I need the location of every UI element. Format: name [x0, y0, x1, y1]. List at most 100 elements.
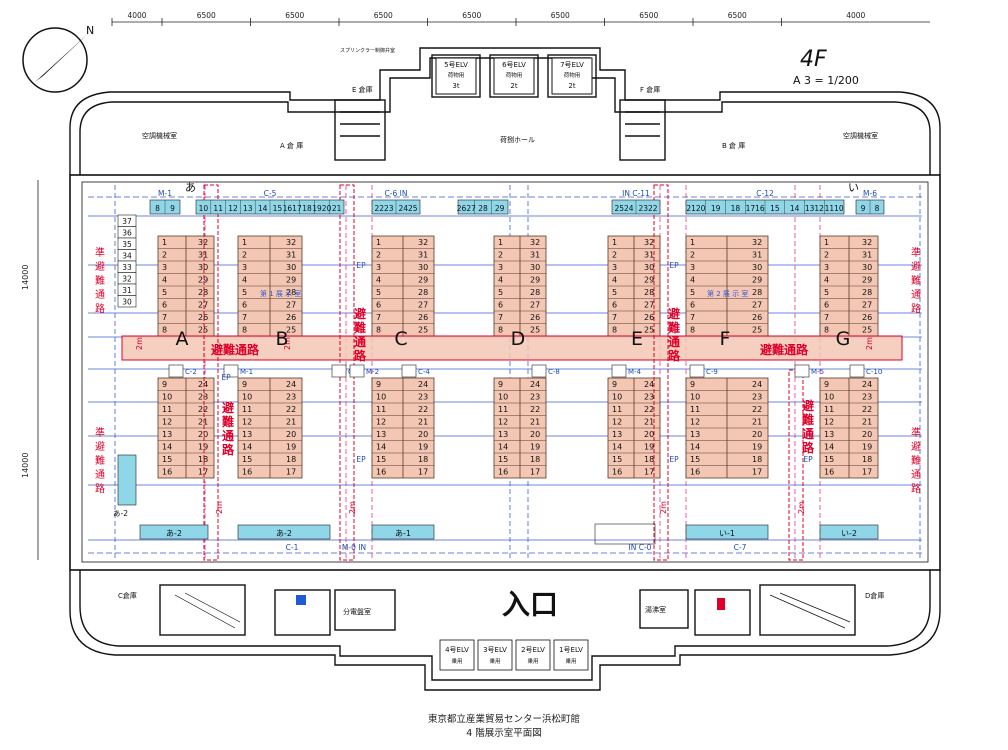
booth-number: 5 [498, 288, 503, 297]
booth-number: 23 [530, 392, 540, 401]
two-m-label: 2m [135, 337, 144, 350]
booth-number: 27 [418, 300, 428, 309]
route-label-char: 通 [668, 334, 680, 349]
booth-number: 29 [198, 275, 208, 284]
booth-number: 9 [498, 380, 503, 389]
booth-number: 17 [286, 467, 296, 476]
booth-number: 19 [530, 442, 540, 451]
booth-number: 5 [376, 288, 381, 297]
booth-number: 2 [162, 250, 167, 259]
booth-number: 20 [862, 430, 872, 439]
quasi-route-char: 準 [95, 426, 105, 439]
booth-number: 18 [644, 455, 654, 464]
mid-label: C-2 [185, 368, 197, 376]
booth-number: 11 [242, 405, 252, 414]
elevator-capacity: 2t [568, 82, 575, 90]
elevator-use: 乗用 [451, 658, 462, 665]
dimension-value: 6500 [462, 11, 481, 20]
booth-number: 30 [418, 263, 428, 272]
top-booth-number: 9 [861, 204, 866, 213]
mid-label: M-1 [240, 368, 253, 376]
two-m-label: 2m [283, 337, 292, 350]
restroom-icon [296, 595, 306, 605]
booth-number: 18 [530, 455, 540, 464]
top-booth-number: 11 [213, 204, 223, 213]
booth-number: 26 [530, 313, 540, 322]
route-label-char: 通 [222, 428, 234, 443]
booth-number: 16 [162, 467, 172, 476]
column-marker [349, 364, 365, 378]
bottom-booth-label: あ-1 [395, 529, 411, 538]
column-marker [531, 364, 547, 378]
booth-number: 22 [286, 405, 296, 414]
booth-number: 31 [418, 250, 428, 259]
booth-number: 14 [690, 442, 700, 451]
north-arrow-icon: N [22, 24, 94, 93]
booth-number: 32 [862, 238, 872, 247]
booth-number: 10 [498, 392, 508, 401]
top-booth-label: M-1 [158, 189, 172, 198]
left-small-booth-label: あ-2 [113, 509, 128, 518]
booth-number: 11 [612, 405, 622, 414]
elevator-name: 4号ELV [445, 646, 469, 654]
top-booth-number: 12 [228, 204, 238, 213]
top-booth-number: 18 [731, 204, 741, 213]
top-booth-number: 2425 [398, 204, 417, 213]
route-label-char: 難 [222, 414, 234, 429]
elevator-use: 乗用 [527, 658, 538, 665]
corner-symbol: あ [185, 181, 196, 194]
booth-number: 10 [376, 392, 386, 401]
booth-number: 6 [498, 300, 503, 309]
booth-number: 7 [498, 313, 503, 322]
quasi-route-char: 避 [911, 440, 921, 453]
booth-number: 31 [198, 250, 208, 259]
two-m-label: 2m [215, 501, 224, 514]
route-label-char: 避 [222, 400, 234, 415]
booth-number: 15 [376, 455, 386, 464]
section-letter: F [720, 328, 731, 350]
booth-number: 3 [242, 263, 247, 272]
booth-number: 1 [162, 238, 167, 247]
booth-number: 31 [752, 250, 762, 259]
booth-number: 15 [690, 455, 700, 464]
booth-number: 8 [690, 325, 695, 334]
entrance-label: 入口 [502, 588, 558, 621]
booth-number: 2 [612, 250, 617, 259]
booth-number: 12 [376, 417, 386, 426]
floor-label: 4F [800, 47, 827, 72]
bottom-label: M-0 IN [342, 543, 366, 552]
booth-number: 29 [418, 275, 428, 284]
quasi-route-char: 路 [95, 482, 105, 495]
booth-number: 20 [198, 430, 208, 439]
booth-number: 10 [690, 392, 700, 401]
booth-number: 23 [418, 392, 428, 401]
booth-number: 17 [862, 467, 872, 476]
quasi-route-char: 路 [95, 302, 105, 315]
bottom-booth-label: い-2 [841, 529, 857, 538]
corner-symbol: い [848, 181, 859, 194]
two-m-label: 2m [659, 501, 668, 514]
booth-number: 7 [242, 313, 247, 322]
column-marker [611, 364, 627, 378]
booth-number: 14 [824, 442, 834, 451]
route-label-char: 通 [802, 426, 814, 441]
booth-number: 19 [418, 442, 428, 451]
booth-number: 31 [530, 250, 540, 259]
booth-number: 4 [242, 275, 247, 284]
booth-number: 12 [162, 417, 172, 426]
bottom-booth [685, 524, 769, 540]
booth-number: 2 [498, 250, 503, 259]
booth-number: 13 [162, 430, 172, 439]
booth-number: 23 [644, 392, 654, 401]
booth-number: 11 [376, 405, 386, 414]
route-label-char: 避 [668, 306, 680, 321]
left-booth-number: 32 [122, 275, 132, 284]
booth-number: 31 [862, 250, 872, 259]
booth-number: 26 [752, 313, 762, 322]
hall-outline [69, 174, 941, 571]
booth-number: 30 [752, 263, 762, 272]
two-m-label: 2m [797, 501, 806, 514]
route-label-char: 路 [802, 440, 815, 455]
booth-number: 22 [644, 405, 654, 414]
